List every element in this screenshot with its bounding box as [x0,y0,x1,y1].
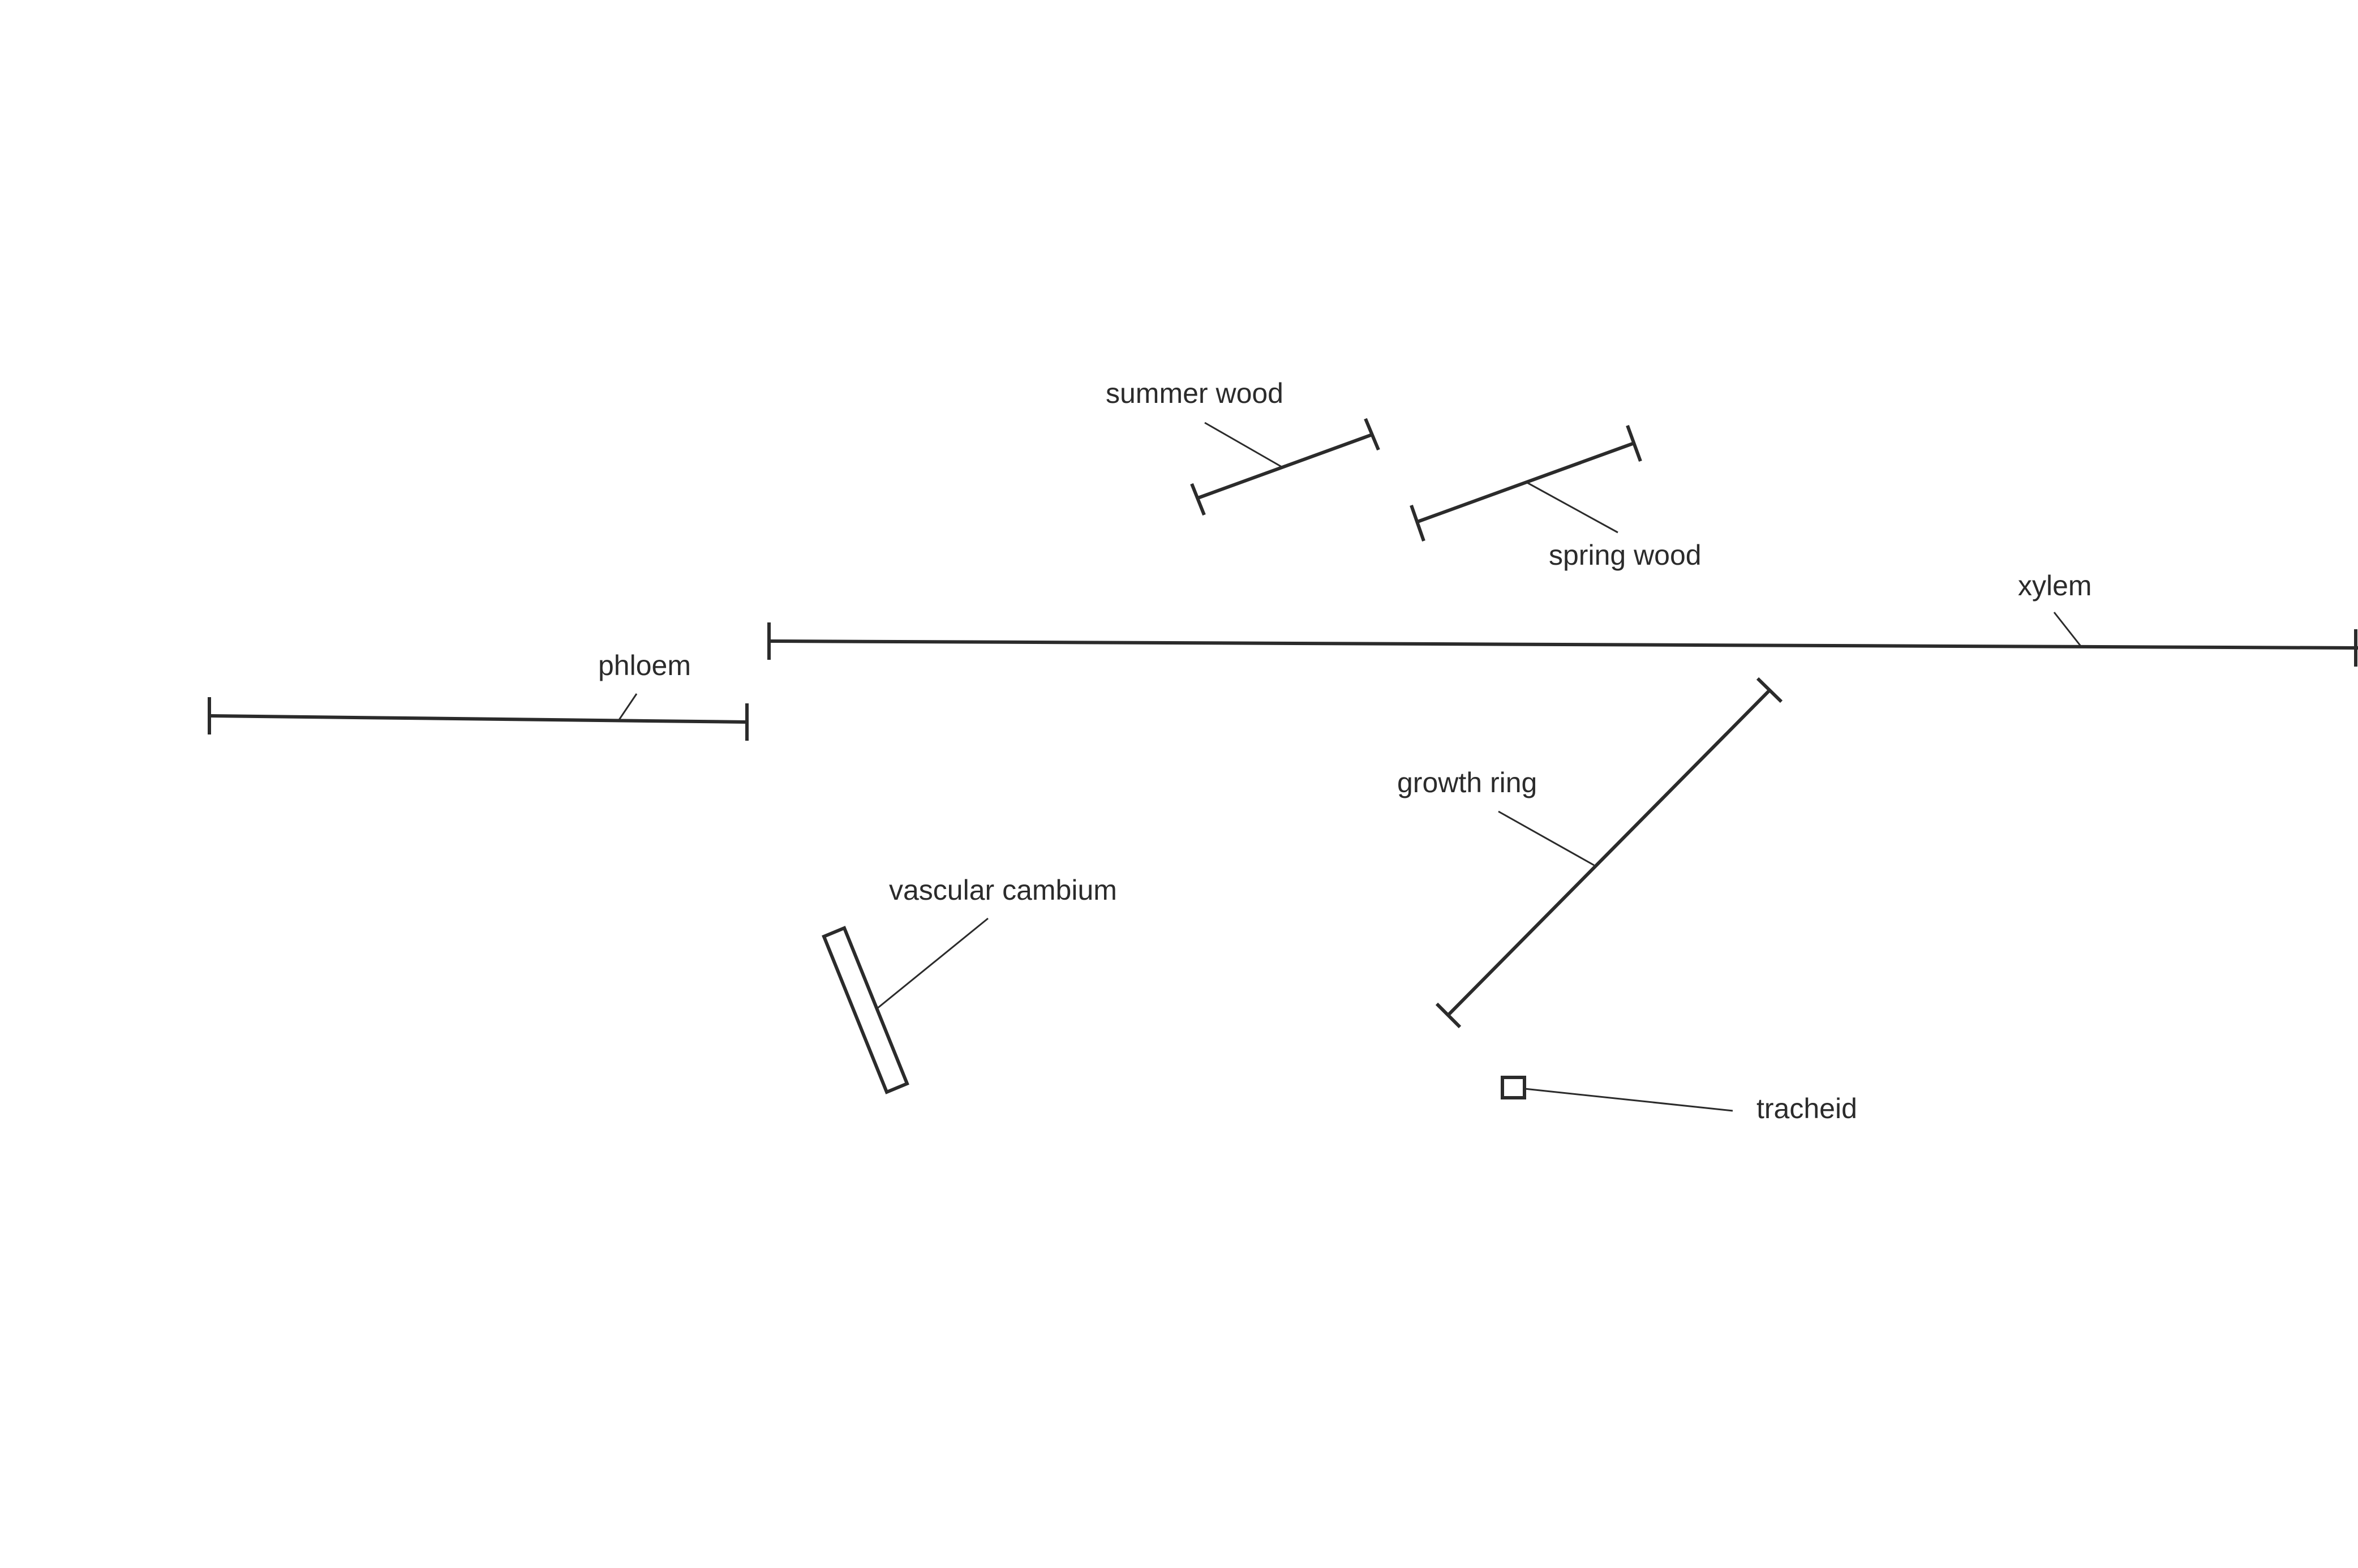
summer-wood-leader [1204,422,1282,468]
growth-ring-line [1446,689,1771,1017]
tracheid-marker [1501,1076,1733,1112]
xylem-leader [2053,612,2082,647]
xylem-bracket [767,612,2358,667]
summer-wood-line [1197,433,1373,500]
summer-wood-bracket [1190,418,1380,516]
vascular-cambium-leader [876,917,989,1010]
spring-wood-cap-end [1626,424,1642,462]
spring-wood-line [1416,441,1635,523]
tracheid-leader [1524,1088,1733,1112]
summer-wood-cap-end [1364,418,1380,451]
tracheid-label: tracheid [1756,1093,1857,1124]
phloem-label: phloem [598,650,691,681]
vascular-cambium-marker [822,917,989,1094]
vascular-cambium-bar [822,926,909,1094]
spring-wood-bracket [1410,424,1642,542]
tracheid-square [1501,1076,1526,1099]
growth-ring-label: growth ring [1397,767,1537,798]
spring-wood-cap-start [1410,505,1425,542]
phloem-bracket [208,693,749,741]
growth-ring-cap-start [1435,1002,1462,1029]
summer-wood-cap-start [1190,483,1206,516]
phloem-line [209,714,748,724]
growth-ring-cap-end [1756,677,1783,703]
xylem-label: xylem [2018,570,2092,602]
vascular-cambium-label: vascular cambium [889,874,1117,906]
spring-wood-label: spring wood [1549,539,1702,571]
summer-wood-label: summer wood [1106,377,1283,409]
phloem-leader [618,693,638,720]
xylem-line [768,639,2358,650]
growth-ring-leader [1498,810,1595,866]
spring-wood-leader [1526,481,1618,534]
growth-ring-bracket [1435,677,1783,1029]
